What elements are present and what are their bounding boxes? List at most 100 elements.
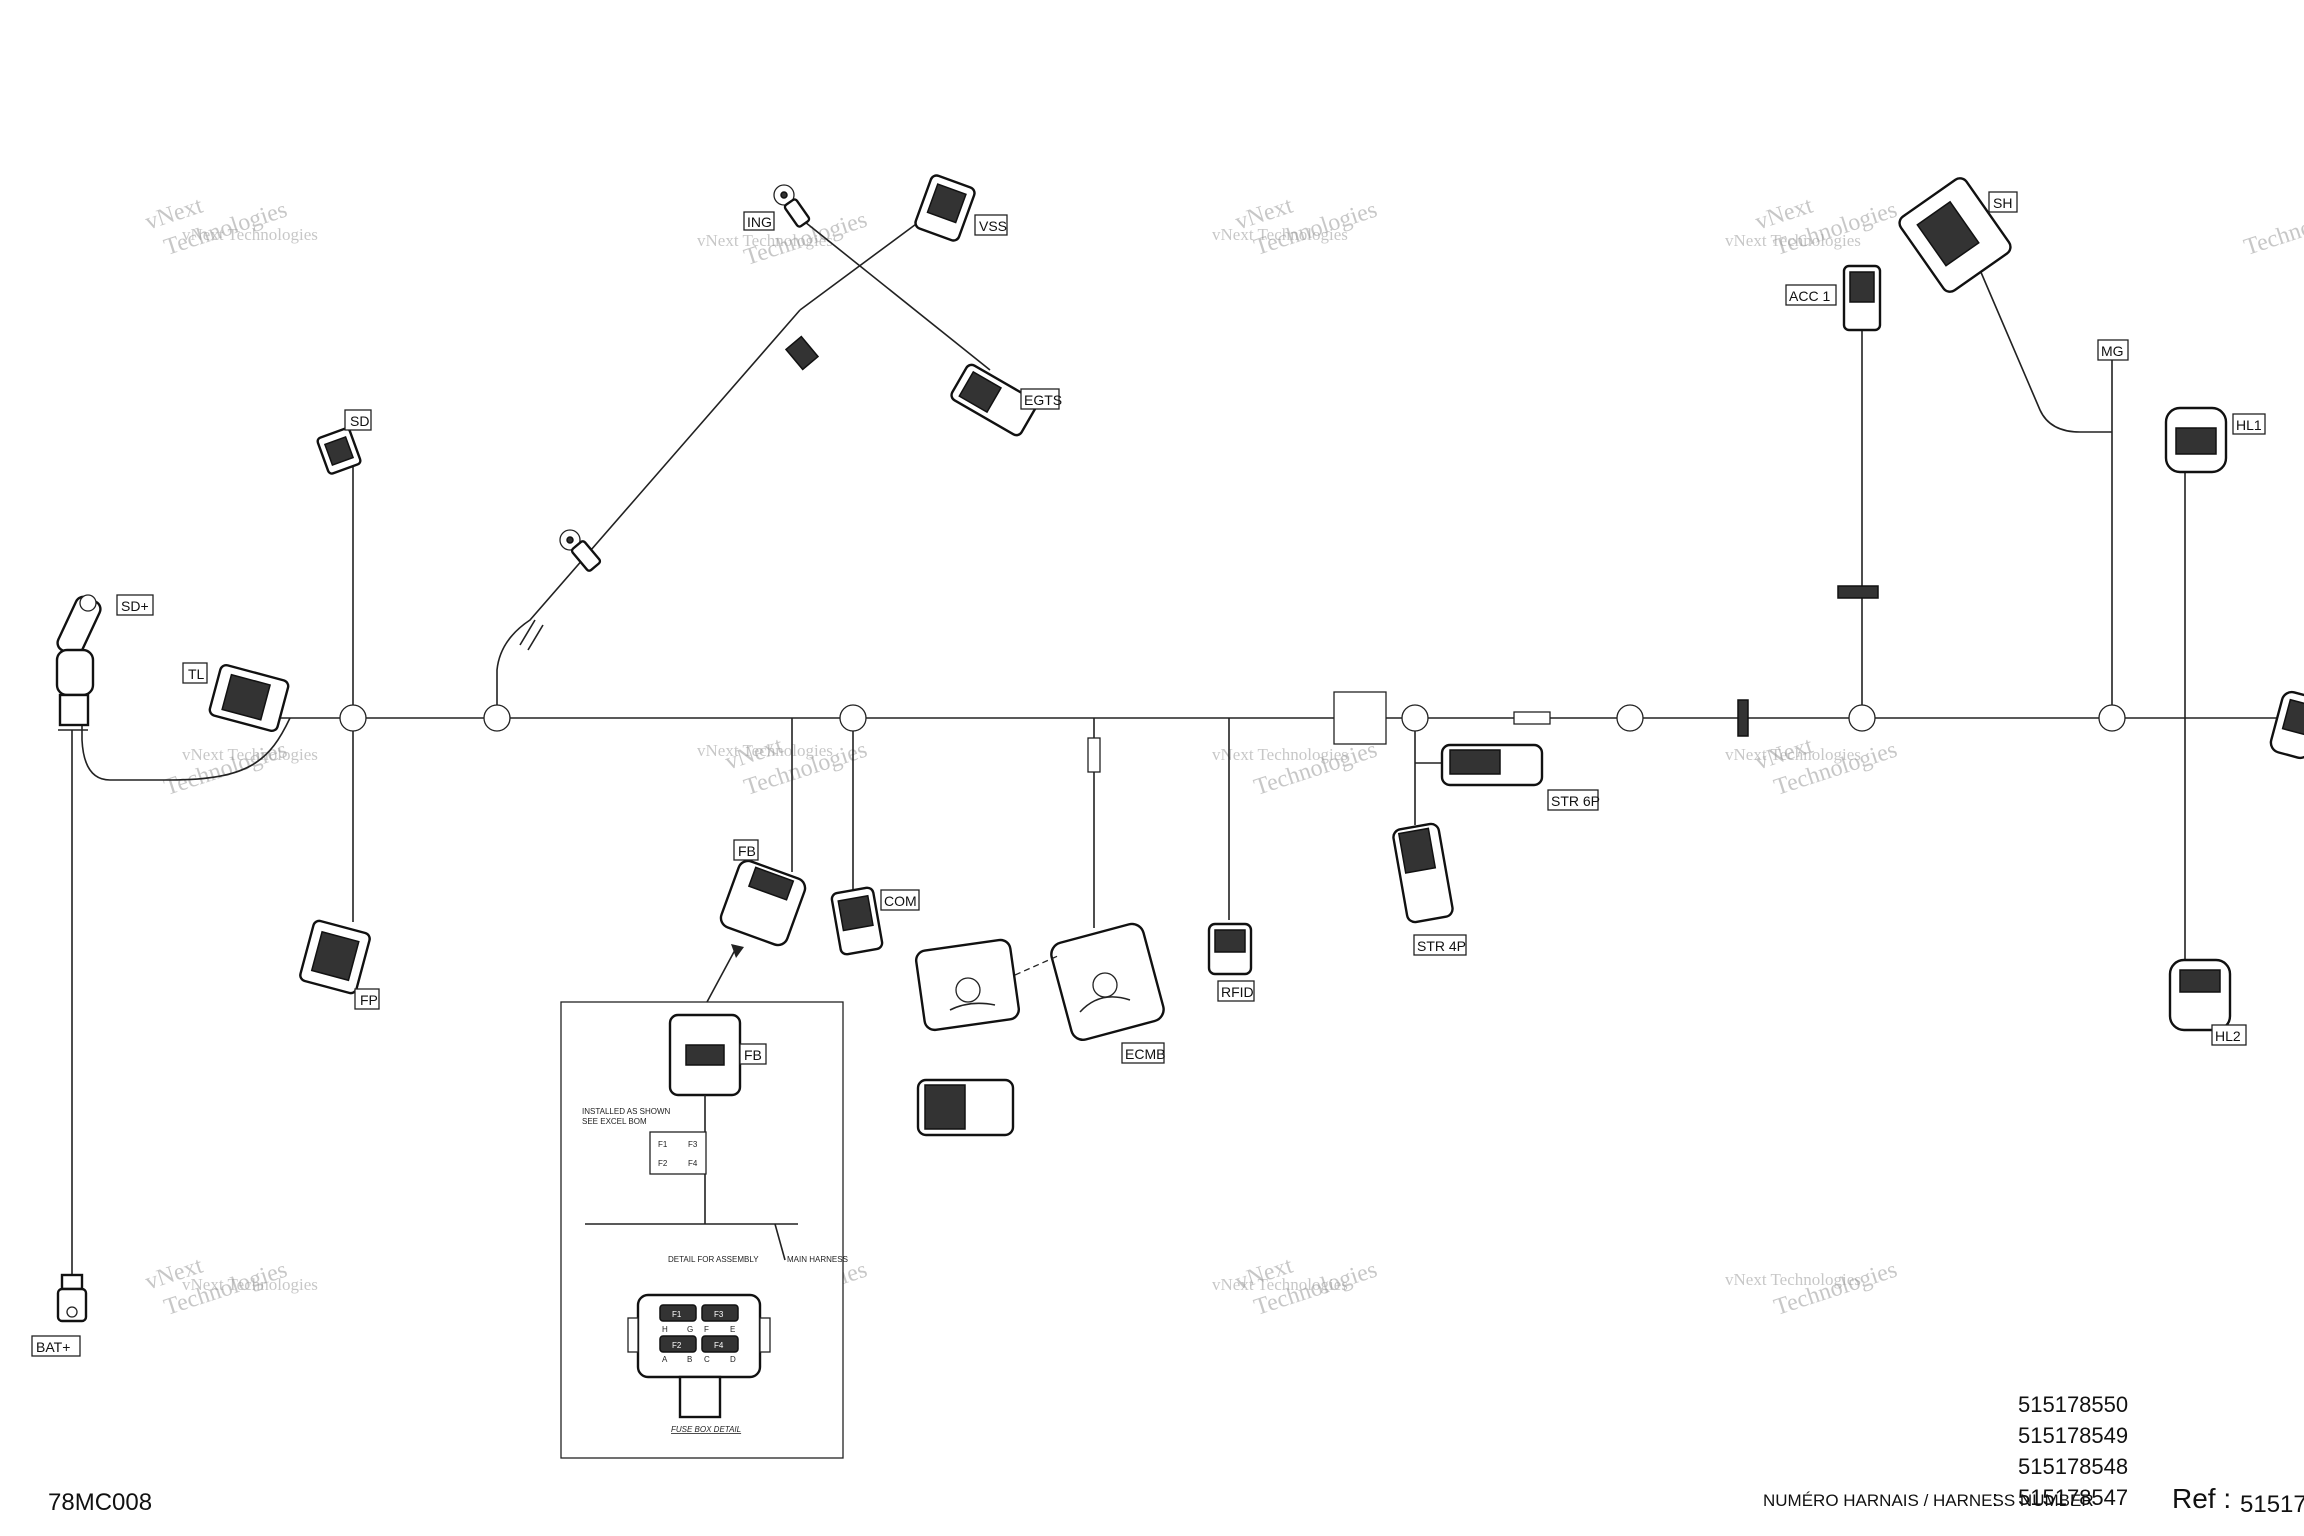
label-fb-detail: FB [744,1047,762,1063]
label-ing: ING [747,214,772,230]
label-box-vss [974,214,1008,236]
connector-fb[interactable] [718,858,808,948]
installed-note-1: INSTALLED AS SHOWN [582,1107,671,1116]
fuse-slot [659,1304,697,1322]
connector-acc1[interactable] [1842,264,1882,332]
label-egts: EGTS [1024,392,1062,408]
label-box-fb [733,839,759,861]
junction-splice [483,704,511,732]
connector-tl[interactable] [208,663,290,733]
connector-right-edge[interactable] [2269,690,2304,760]
connector-rfid[interactable] [1207,922,1253,976]
label-box-acc1 [1785,284,1837,306]
fuse-slot [659,1335,697,1353]
label-hl1: HL1 [2236,417,2262,433]
pin-g: G [687,1325,693,1334]
label-box-com [880,889,920,911]
wire-ground-branch [496,309,801,718]
connector-com[interactable] [830,886,884,956]
connector-sd-plus-key[interactable] [55,594,103,731]
detail-for-label: DETAIL FOR ASSEMBLY [668,1255,759,1264]
label-box-sh [1988,191,2018,213]
connector-sd[interactable] [316,427,362,475]
ref-label: Ref : [2172,1483,2231,1514]
watermark-text: vNext Technologies [1212,1275,1348,1294]
label-sd: SD [350,413,369,429]
junction-splice [1616,704,1644,732]
label-box-str6p [1547,789,1599,811]
fuse-f4: F4 [688,1159,698,1168]
label-box-fb-detail [739,1043,767,1065]
main-harness-label: MAIN HARNESS [787,1255,848,1264]
junction-splice [839,704,867,732]
junction-splice [339,704,367,732]
ring-terminal-ground[interactable] [559,529,602,572]
watermark-text: vNext Technologies [1725,745,1861,764]
pin-d: D [730,1355,736,1364]
drawing-code: 78MC008 [48,1489,152,1516]
connector-sh[interactable] [1896,175,2013,295]
label-sd-plus: SD+ [121,598,149,614]
label-sh: SH [1993,195,2012,211]
pin-c: C [704,1355,710,1364]
label-tl: TL [188,666,205,682]
ring-terminal-ing[interactable] [773,184,811,228]
watermark-text: vNext Technologies [697,741,833,760]
harness-number-4: 515178547 [2018,1485,2128,1510]
break-mark [527,624,544,651]
inline-connector [1837,585,1879,599]
connector-hl1[interactable] [2164,406,2228,474]
label-box-ing [743,211,775,231]
connector-hl2[interactable] [2168,958,2232,1032]
watermark-text: vNext Technologies [1212,225,1348,244]
junction-splice [2098,704,2126,732]
watermark-text: vNext Technologies [182,225,318,244]
harness-number-label: NUMÉRO HARNAIS / HARNESS NUMBER [1763,1491,2094,1510]
label-fp: FP [360,992,378,1008]
label-box-egts [1020,388,1060,410]
connector-str4p[interactable] [1392,822,1454,924]
inline-connector [1737,699,1749,737]
label-fb: FB [738,843,756,859]
wire-vss [799,209,936,311]
connector-str6p[interactable] [1440,743,1544,787]
label-box-rfid [1217,980,1255,1002]
harness-separator: : [1992,1486,1998,1511]
label-box-str4p [1413,934,1467,956]
label-box-hl2 [2211,1024,2247,1046]
wires [71,209,2304,1275]
connector-vss[interactable] [914,174,976,242]
label-com: COM [884,893,917,909]
fuse-box-detail-title: FUSE BOX DETAIL [671,1425,741,1434]
label-str4p: STR 4P [1417,938,1466,954]
arrow-head [731,944,744,958]
fuse-f3: F3 [688,1140,698,1149]
label-bat-plus: BAT+ [36,1339,70,1355]
connector-ecmb[interactable] [914,921,1166,1137]
label-str6p: STR 6P [1551,793,1600,809]
label-box-hl1 [2232,413,2266,435]
label-box-sd [344,409,372,431]
watermark-text: vNext Technologies [697,231,833,250]
inline-connector [784,335,820,371]
connector-fp[interactable] [299,919,371,995]
fuse-slot [701,1335,739,1353]
watermark-text: vNext Technologies [1725,1270,1861,1289]
fuse-grid [649,1131,707,1175]
inline-fuse [1513,711,1551,725]
watermark-text: vNext Technologies [182,745,318,764]
junction-block [1333,691,1387,745]
pin-b: B [687,1355,692,1364]
harness-number-1: 515178550 [2018,1392,2128,1417]
harness-number-3: 515178548 [2018,1454,2128,1479]
watermark-technologies: Technologies [2241,197,2304,261]
connector-bat-plus[interactable] [56,1273,88,1323]
fuse-slot-f3: F3 [714,1310,724,1319]
connector-egts[interactable] [949,363,1038,438]
fuse-slot-f2: F2 [672,1341,682,1350]
pin-f: F [704,1325,709,1334]
fuse-slot-f1: F1 [672,1310,682,1319]
fuse-box-body [636,1293,762,1379]
